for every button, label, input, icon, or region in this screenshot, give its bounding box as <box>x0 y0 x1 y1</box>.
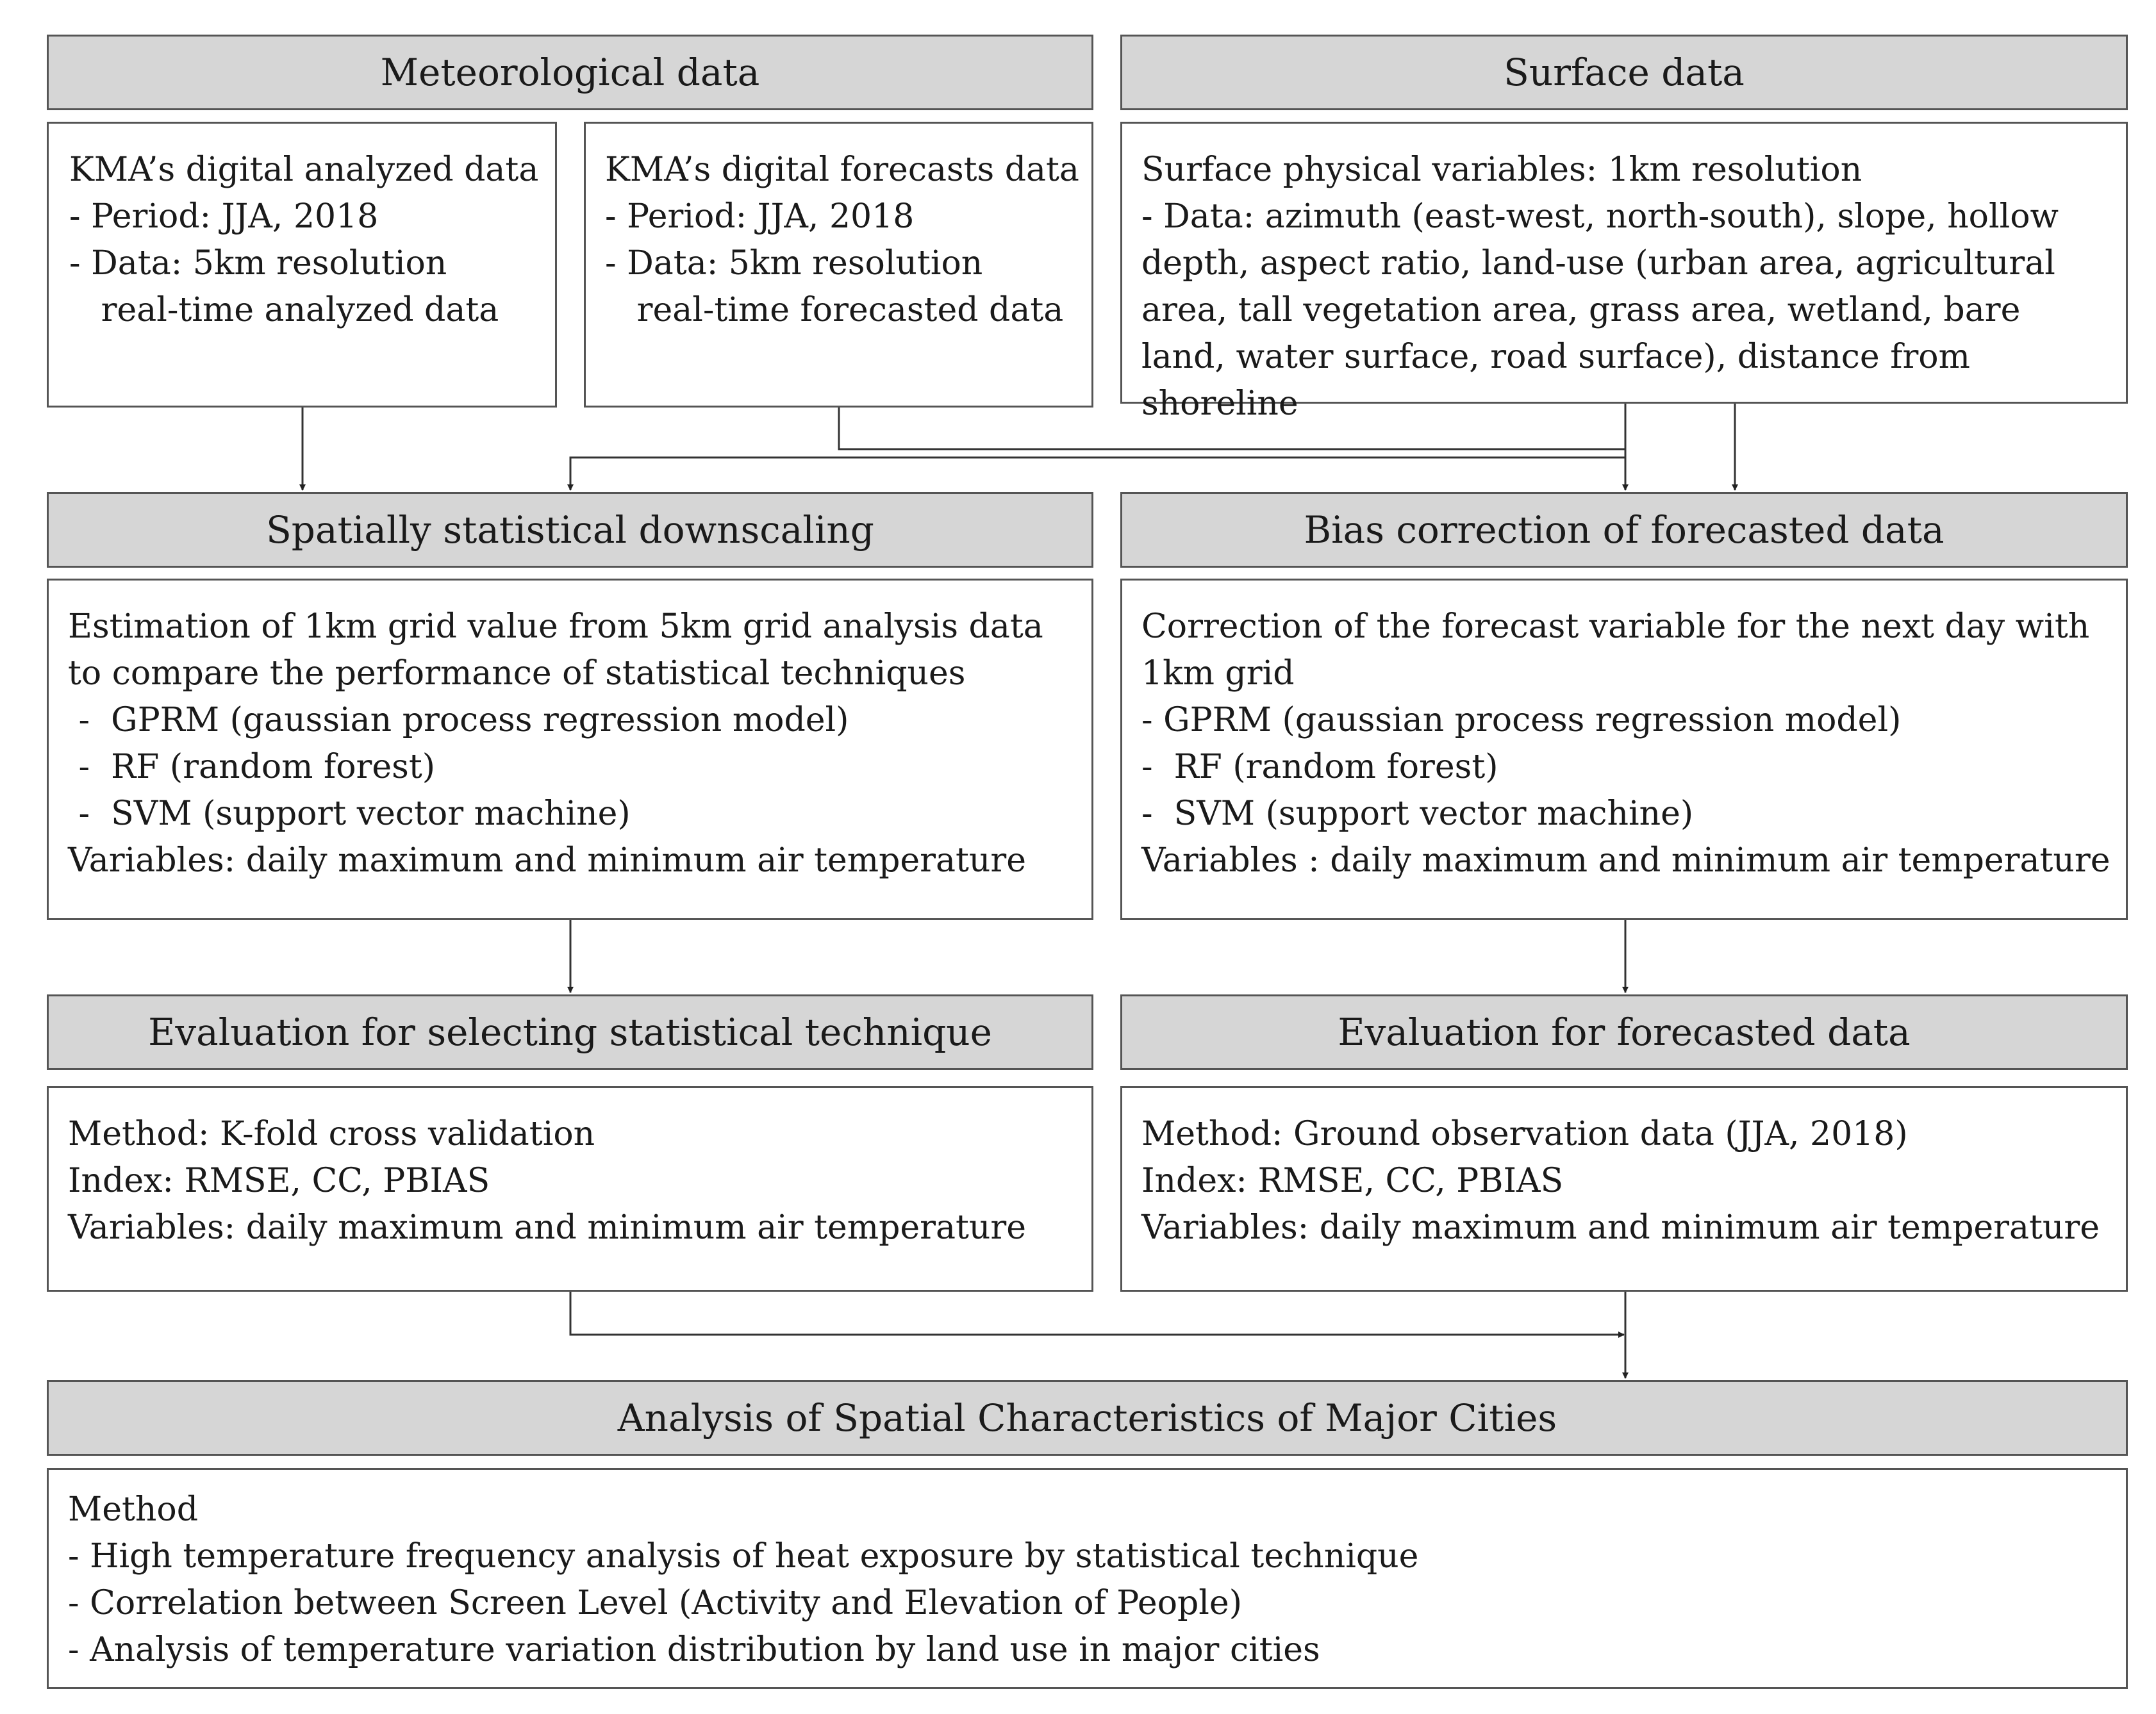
eval-select-box: Method: K-fold cross validation Index: R… <box>47 1086 1093 1292</box>
eval-select-title: Evaluation for selecting statistical tec… <box>148 1010 992 1054</box>
analysis-title: Analysis of Spatial Characteristics of M… <box>617 1396 1557 1440</box>
surface-detail-text: - Data: azimuth (east-west, north-south)… <box>1141 197 2059 423</box>
bias-correction-title: Bias correction of forecasted data <box>1304 508 1945 552</box>
bias-item-rf: - RF (random forest) <box>1141 748 1498 786</box>
eval-select-variables: Variables: daily maximum and minimum air… <box>68 1208 1026 1247</box>
analysis-line-2: - Correlation between Screen Level (Acti… <box>68 1584 1242 1622</box>
surface-variables-box: Surface physical variables: 1km resoluti… <box>1120 122 2128 423</box>
eval-select-header: Evaluation for selecting statistical tec… <box>47 994 1093 1070</box>
eval-forecast-variables: Variables: daily maximum and minimum air… <box>1141 1208 2100 1247</box>
downscaling-variables: Variables: daily maximum and minimum air… <box>68 841 1026 880</box>
forecasts-line-1: KMA’s digital forecasts data <box>605 151 1079 189</box>
analyzed-line-2: - Period: JJA, 2018 <box>69 197 379 236</box>
analysis-header: Analysis of Spatial Characteristics of M… <box>47 1380 2128 1456</box>
eval-select-index: Index: RMSE, CC, PBIAS <box>68 1162 490 1200</box>
surface-title-line: Surface physical variables: 1km resoluti… <box>1141 151 1862 189</box>
bias-item-svm: - SVM (support vector machine) <box>1141 795 1694 833</box>
analysis-box: Method - High temperature frequency anal… <box>47 1468 2128 1689</box>
downscaling-item-svm: - SVM (support vector machine) <box>68 795 631 833</box>
eval-forecast-box: Method: Ground observation data (JJA, 20… <box>1120 1086 2128 1292</box>
forecasts-line-2: - Period: JJA, 2018 <box>605 197 915 236</box>
meteorological-data-header: Meteorological data <box>47 35 1093 110</box>
eval-select-method: Method: K-fold cross validation <box>68 1115 595 1153</box>
eval-forecast-title: Evaluation for forecasted data <box>1338 1010 1911 1054</box>
analyzed-line-1: KMA’s digital analyzed data <box>69 151 539 189</box>
downscaling-item-rf: - RF (random forest) <box>68 748 436 786</box>
bias-correction-header: Bias correction of forecasted data <box>1120 492 2128 568</box>
surface-data-title: Surface data <box>1504 51 1745 94</box>
forecasts-line-4: real-time forecasted data <box>605 291 1064 329</box>
eval-forecast-header: Evaluation for forecasted data <box>1120 994 2128 1070</box>
downscaling-box: Estimation of 1km grid value from 5km gr… <box>47 579 1093 920</box>
eval-forecast-index: Index: RMSE, CC, PBIAS <box>1141 1162 1564 1200</box>
downscaling-item-gprm: - GPRM (gaussian process regression mode… <box>68 701 849 739</box>
forecasts-data-box: KMA’s digital forecasts data - Period: J… <box>584 122 1093 408</box>
arrow-forecasts-to-bias <box>838 408 1629 491</box>
forecasts-line-3: - Data: 5km resolution <box>605 244 983 283</box>
eval-forecast-method: Method: Ground observation data (JJA, 20… <box>1141 1115 1908 1153</box>
analysis-line-1: - High temperature frequency analysis of… <box>68 1537 1419 1576</box>
downscaling-intro: Estimation of 1km grid value from 5km gr… <box>68 607 1043 693</box>
arrow-surface-to-downscaling <box>567 404 1627 491</box>
analyzed-line-4: real-time analyzed data <box>69 291 499 329</box>
meteorological-data-title: Meteorological data <box>380 51 760 94</box>
downscaling-title: Spatially statistical downscaling <box>266 508 874 552</box>
arrow-evalselect-to-joint <box>569 1292 1625 1338</box>
analysis-method: Method <box>68 1490 198 1529</box>
bias-correction-box: Correction of the forecast variable for … <box>1120 579 2128 920</box>
surface-data-header: Surface data <box>1120 35 2128 110</box>
analysis-line-3: - Analysis of temperature variation dist… <box>68 1631 1320 1669</box>
bias-intro: Correction of the forecast variable for … <box>1141 607 2090 693</box>
downscaling-header: Spatially statistical downscaling <box>47 492 1093 568</box>
bias-variables: Variables : daily maximum and minimum ai… <box>1141 841 2110 880</box>
analyzed-data-box: KMA’s digital analyzed data - Period: JJ… <box>47 122 557 408</box>
bias-item-gprm: - GPRM (gaussian process regression mode… <box>1141 701 1902 739</box>
analyzed-line-3: - Data: 5km resolution <box>69 244 447 283</box>
